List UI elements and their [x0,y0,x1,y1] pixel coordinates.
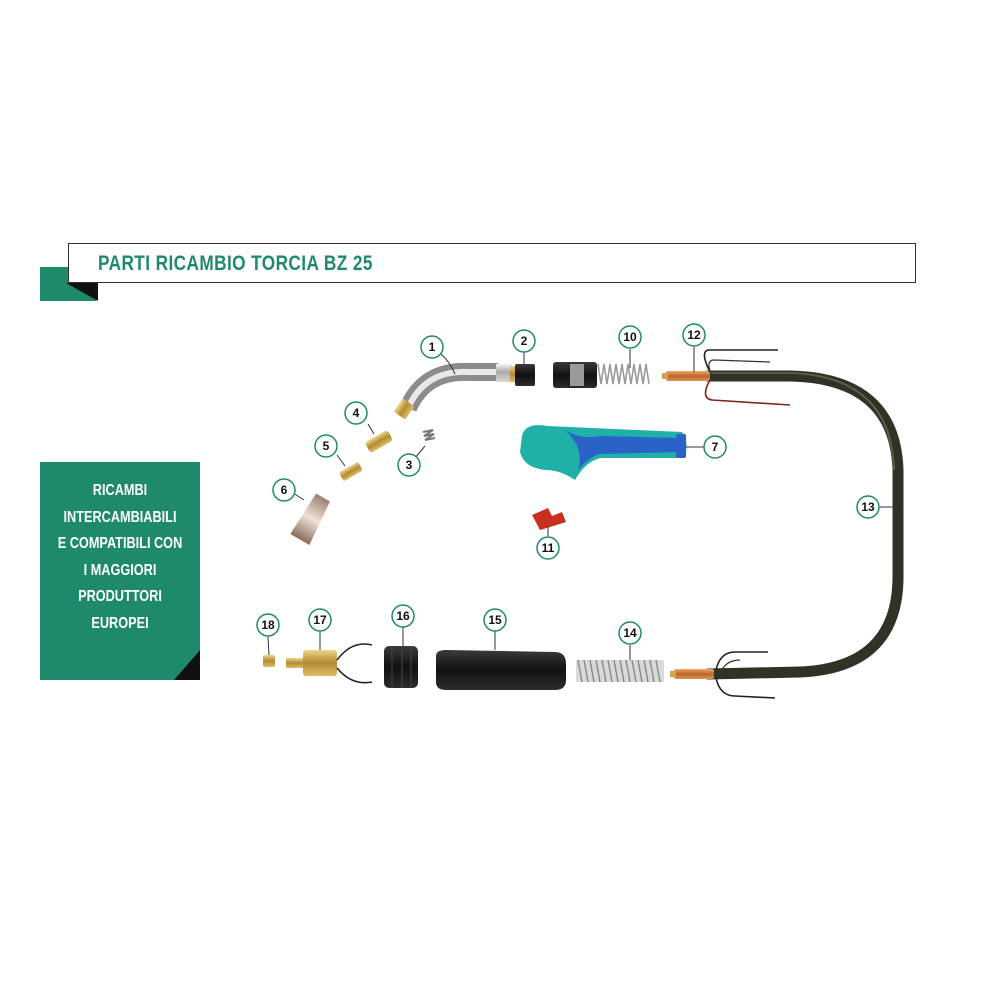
contact-tip [339,462,363,481]
callout-2: 2 [512,329,536,353]
svg-text:7: 7 [712,440,719,454]
side-line-1: RICAMBI [92,482,148,499]
svg-text:18: 18 [261,618,275,632]
side-box-corner [174,650,200,680]
euro-connector [286,643,373,684]
callout-4: 4 [344,401,368,425]
hose-end-connector-bottom [670,651,776,699]
callout-6: 6 [272,478,296,502]
svg-text:14: 14 [623,626,637,640]
callout-3: 3 [397,453,421,477]
torch-handle [520,425,687,480]
callout-7: 7 [703,435,727,459]
callout-14: 14 [618,621,642,645]
svg-text:10: 10 [623,330,637,344]
side-info-text: RICAMBI INTERCAMBIABILI E COMPATIBILI CO… [40,478,200,637]
svg-text:12: 12 [687,328,701,342]
tip-adaptor [365,430,393,453]
side-line-6: EUROPEI [91,614,149,632]
rear-spring [576,659,664,683]
callout-15: 15 [483,608,507,632]
callout-10: 10 [618,325,642,349]
side-line-5: PRODUTTORI [78,588,162,605]
svg-text:1: 1 [429,340,436,354]
svg-text:2: 2 [521,334,528,348]
callout-12: 12 [682,323,706,347]
svg-text:15: 15 [488,613,502,627]
svg-text:16: 16 [396,609,410,623]
side-line-4: I MAGGIORI [83,561,157,579]
header-box [68,243,916,283]
trigger [532,508,566,530]
callout-5: 5 [314,434,338,458]
gas-nozzle [290,493,330,546]
rear-grip [436,650,566,690]
side-line-2: INTERCAMBIABILI [63,508,177,526]
callout-1: 1 [420,335,444,359]
svg-text:17: 17 [313,613,327,627]
header-accent-shadow [66,283,98,301]
small-spring [422,429,436,441]
callout-18: 18 [256,613,280,637]
page-title: PARTI RICAMBIO TORCIA BZ 25 [98,252,373,275]
svg-text:6: 6 [281,483,288,497]
svg-text:11: 11 [542,541,555,555]
callout-17: 17 [308,608,332,632]
callout-13: 13 [856,495,880,519]
svg-text:4: 4 [353,406,360,420]
svg-text:5: 5 [323,439,330,453]
svg-text:3: 3 [406,458,413,472]
hose-cable [702,370,904,680]
leader-lines [267,347,898,660]
small-brass-ring [263,655,275,667]
knurled-nut [384,646,418,688]
svg-text:13: 13 [861,500,875,514]
swan-neck [393,362,524,420]
hose-end-connector-top [662,349,791,406]
neck-nut [515,364,535,386]
side-info-box [40,462,200,680]
callout-11: 11 [536,536,560,560]
callout-16: 16 [391,604,415,628]
side-line-3: E COMPATIBILI CON [57,535,183,552]
insulator-spring [553,362,650,388]
